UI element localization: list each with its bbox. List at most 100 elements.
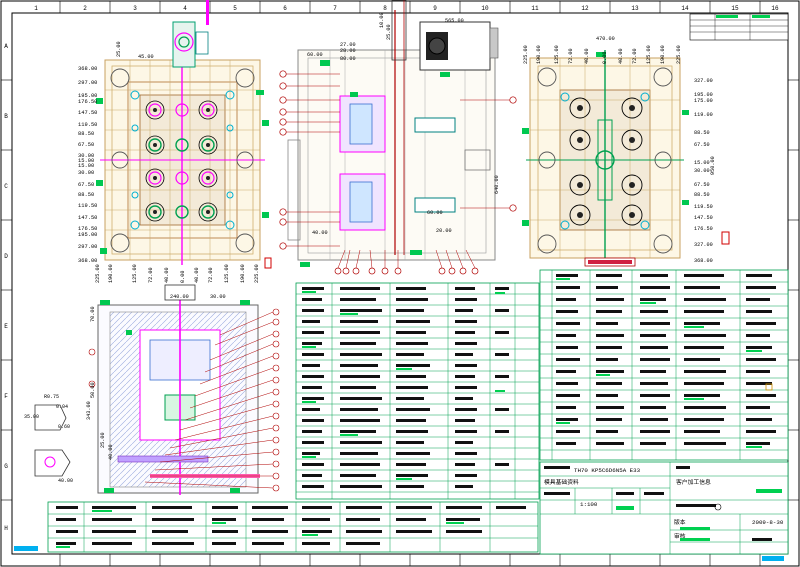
dim-label: 15.00 xyxy=(78,163,94,169)
dim-label: 327.00 xyxy=(694,242,713,248)
dim-label: 40.00 xyxy=(108,444,114,460)
col-label: 7 xyxy=(333,5,337,12)
dim-label: 565.00 xyxy=(445,18,464,24)
dim-label: 225.00 xyxy=(254,264,260,283)
col-label: 10 xyxy=(481,5,489,12)
col-label: 8 xyxy=(383,5,387,12)
col-label: 9 xyxy=(433,5,437,12)
dim-label: 195.00 xyxy=(694,92,713,98)
dim-label: 119.00 xyxy=(694,112,713,118)
dim-label: 368.00 xyxy=(78,258,97,264)
dim-label: 147.50 xyxy=(694,215,713,221)
dim-label: 30.00 xyxy=(210,294,226,300)
dim-label: 72.00 xyxy=(632,48,638,64)
dim-label: 125.00 xyxy=(224,264,230,283)
dim-label: 175.00 xyxy=(694,98,713,104)
dim-label: 343.00 xyxy=(86,401,92,420)
col-label: 15 xyxy=(731,5,739,12)
dim-label: 176.50 xyxy=(694,226,713,232)
dim-label: 67.50 xyxy=(694,182,710,188)
dim-label: 297.00 xyxy=(78,80,97,86)
side-section-view: 565.00 60.00 80.00 27.00 28.00 25.00 10.… xyxy=(279,0,517,275)
dim-label: 225.00 xyxy=(95,264,101,283)
dim-label: 30.00 xyxy=(694,168,710,174)
dim-label: 50.00 xyxy=(90,382,96,398)
col-label: 12 xyxy=(581,5,589,12)
col-label: 3 xyxy=(133,5,137,12)
dim-label: 25.00 xyxy=(386,24,392,40)
dim-label: 119.50 xyxy=(78,203,97,209)
col-label: 16 xyxy=(771,5,779,12)
row-label-customer-info: 客户加工信息 xyxy=(676,478,711,486)
dim-label: 88.50 xyxy=(78,131,94,137)
dim-label: 27.00 xyxy=(340,42,356,48)
dim-label: 72.00 xyxy=(208,267,214,283)
dim-label: 25.00 xyxy=(100,432,106,448)
dim-label: 60.00 xyxy=(427,210,443,216)
dim-label: 368.00 xyxy=(78,66,97,72)
row-label: B xyxy=(4,113,8,120)
notes-table xyxy=(47,501,539,553)
dim-label: 88.50 xyxy=(694,192,710,198)
col-label: 5 xyxy=(233,5,237,12)
col-label: 11 xyxy=(531,5,539,12)
spec-table xyxy=(539,269,789,461)
dim-label: 40.00 xyxy=(164,267,170,283)
detail-view: 0.04 R0.75 35.00 0.60 40.00 xyxy=(24,394,73,484)
dim-label: 640.00 xyxy=(494,175,500,194)
dim-label: 15.00 xyxy=(694,160,710,166)
dim-label: R0.75 xyxy=(44,394,59,400)
dim-label: 195.00 xyxy=(78,93,97,99)
dim-label: 67.50 xyxy=(694,142,710,148)
row-label: G xyxy=(4,463,8,470)
dim-label: 190.00 xyxy=(108,264,114,283)
dim-label: 190.00 xyxy=(660,45,666,64)
dim-label: 368.00 xyxy=(694,258,713,264)
dim-label: 20.00 xyxy=(436,228,452,234)
revision-table xyxy=(689,13,789,41)
model-number: TH70 KP5C6D6N5A E33 xyxy=(574,467,641,474)
dim-label: 0.04 xyxy=(56,404,68,410)
dim-label: 40.00 xyxy=(58,478,73,484)
dim-label: 35.00 xyxy=(24,414,39,420)
dim-label: 60.00 xyxy=(307,52,323,58)
cross-section-view: 240.00 30.00 70.00 50.00 343.00 40.00 25… xyxy=(86,284,280,495)
row-label: E xyxy=(4,323,8,330)
row-label: F xyxy=(4,393,8,400)
col-label: 2 xyxy=(83,5,87,12)
parts-list-table xyxy=(295,282,540,500)
scale-value: 1:100 xyxy=(580,501,598,508)
dim-label: 297.00 xyxy=(78,244,97,250)
dim-label: 0.00 xyxy=(602,52,608,64)
title-block: TH70 KP5C6D6N5A E33 模具基础资料 客户加工信息 1:100 … xyxy=(508,461,789,555)
review-label: 审核 xyxy=(674,532,686,540)
row-label: H xyxy=(4,525,8,532)
dim-label: 67.50 xyxy=(78,142,94,148)
col-label: 1 xyxy=(34,5,38,12)
dim-label: 240.00 xyxy=(170,294,189,300)
row-label: D xyxy=(4,253,8,260)
dim-label: 30.00 xyxy=(78,153,94,159)
dim-label: 80.00 xyxy=(340,56,356,62)
dim-label: 40.00 xyxy=(618,48,624,64)
col-label: 6 xyxy=(283,5,287,12)
dim-label: 25.00 xyxy=(116,41,122,57)
dim-label: 125.00 xyxy=(132,264,138,283)
col-label: 4 xyxy=(183,5,187,12)
dim-label: 327.00 xyxy=(694,78,713,84)
dim-label: 176.50 xyxy=(78,226,97,232)
dim-label: 72.00 xyxy=(148,267,154,283)
dim-label: 119.50 xyxy=(78,122,97,128)
dim-label: 147.50 xyxy=(78,215,97,221)
dim-label: 70.00 xyxy=(90,306,96,322)
dim-label: 147.50 xyxy=(78,110,97,116)
dim-label: 190.00 xyxy=(536,45,542,64)
dim-label: 0.60 xyxy=(58,424,70,430)
row-label-basic-info: 模具基础资料 xyxy=(544,478,579,486)
version-label: 版本 xyxy=(674,518,686,526)
dim-label: 88.50 xyxy=(694,130,710,136)
moving-half-top-view: 470.00 225.00 190.00 125.00 72.00 40.00 … xyxy=(522,36,730,267)
dim-label: 40.00 xyxy=(584,48,590,64)
corner-marker xyxy=(762,556,784,561)
